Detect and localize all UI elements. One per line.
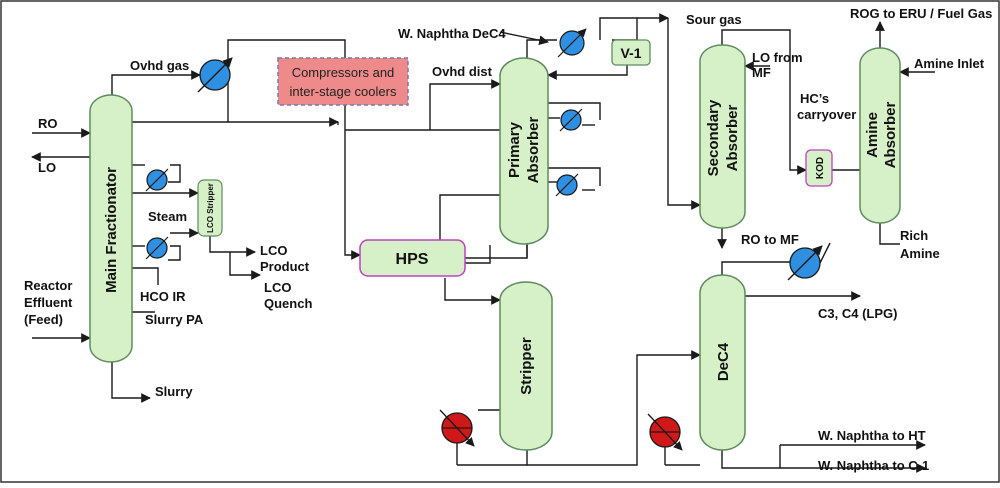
cooler-icon — [559, 108, 583, 132]
stream-labels: RO LO Reactor Effluent (Feed) Ovhd gas S… — [24, 6, 992, 473]
label-hc-carryover-1: HC’s — [800, 91, 829, 106]
label-reactor-2: Effluent — [24, 295, 73, 310]
compressors-label-2: inter-stage coolers — [290, 84, 397, 99]
label-slurry-pa: Slurry PA — [145, 312, 204, 327]
cooler-icon — [197, 57, 233, 93]
label-steam: Steam — [148, 209, 187, 224]
label-hco-ir: HCO IR — [140, 289, 186, 304]
primary-absorber-label-1: Primary — [506, 121, 523, 178]
dec4-label: DeC4 — [715, 342, 732, 381]
label-ovhd-gas: Ovhd gas — [130, 58, 189, 73]
cooler-icon — [145, 168, 169, 192]
label-reactor-1: Reactor — [24, 278, 72, 293]
secondary-absorber-label-1: Secondary — [705, 99, 722, 176]
hps-label: HPS — [396, 251, 429, 268]
label-naphtha-ht: W. Naphtha to HT — [818, 428, 926, 443]
reboiler-icon — [647, 413, 683, 465]
label-rog: ROG to ERU / Fuel Gas — [850, 6, 992, 21]
v1-drum[interactable]: V-1 — [611, 39, 651, 66]
label-lo: LO — [38, 160, 56, 175]
dec4-column[interactable]: DeC4 — [699, 274, 746, 451]
compressors-box[interactable]: Compressors and inter-stage coolers — [277, 57, 409, 106]
compressors-label-1: Compressors and — [292, 65, 395, 80]
label-ro-to-mf: RO to MF — [741, 232, 799, 247]
label-sour-gas: Sour gas — [686, 12, 742, 27]
main-fractionator[interactable]: Main Fractionator — [89, 94, 133, 363]
cooler-icon — [787, 245, 823, 281]
label-reactor-3: (Feed) — [24, 312, 63, 327]
label-hc-carryover-2: carryover — [797, 107, 856, 122]
label-lo-from-mf-2: MF — [752, 65, 771, 80]
label-rich-amine-2: Amine — [900, 246, 940, 261]
label-amine-inlet: Amine Inlet — [914, 56, 985, 71]
label-ovhd-dist: Ovhd dist — [432, 64, 493, 79]
label-slurry: Slurry — [155, 384, 193, 399]
cooler-icon — [145, 236, 169, 260]
label-rich-amine-1: Rich — [900, 228, 928, 243]
stripper[interactable]: Stripper — [499, 281, 553, 451]
hps-drum[interactable]: HPS — [359, 239, 466, 277]
label-lco-product-1: LCO — [260, 243, 287, 258]
v1-label: V-1 — [620, 45, 641, 61]
label-lpg: C3, C4 (LPG) — [818, 306, 897, 321]
label-w-naphtha-dec4: W. Naphtha DeC4 — [398, 26, 506, 41]
lco-stripper-label: LCO Stripper — [206, 183, 215, 233]
label-naphtha-c1: W. Naphtha to C-1 — [818, 458, 929, 473]
exchangers — [145, 28, 823, 465]
amine-absorber[interactable]: Amine Absorber — [859, 47, 901, 224]
secondary-absorber[interactable]: Secondary Absorber — [699, 44, 746, 229]
kod-label: KOD — [815, 157, 826, 179]
cooler-icon — [557, 28, 587, 58]
label-lco-quench-2: Quench — [264, 296, 312, 311]
main-fractionator-label: Main Fractionator — [103, 167, 120, 293]
label-lo-from-mf-1: LO from — [752, 50, 803, 65]
primary-absorber-label-2: Absorber — [525, 117, 542, 184]
secondary-absorber-label-2: Absorber — [724, 105, 741, 172]
amine-absorber-label-2: Absorber — [882, 102, 899, 169]
amine-absorber-label-1: Amine — [864, 112, 881, 158]
flow-lines — [31, 13, 935, 473]
label-lco-product-2: Product — [260, 259, 310, 274]
lco-stripper[interactable]: LCO Stripper — [197, 179, 223, 237]
cooler-icon — [555, 173, 579, 197]
stripper-label: Stripper — [518, 337, 535, 395]
reboiler-icon — [439, 409, 475, 465]
label-lco-quench-1: LCO — [264, 280, 291, 295]
primary-absorber[interactable]: Primary Absorber — [499, 57, 549, 245]
label-ro: RO — [38, 116, 58, 131]
kod-drum[interactable]: KOD — [805, 149, 833, 187]
